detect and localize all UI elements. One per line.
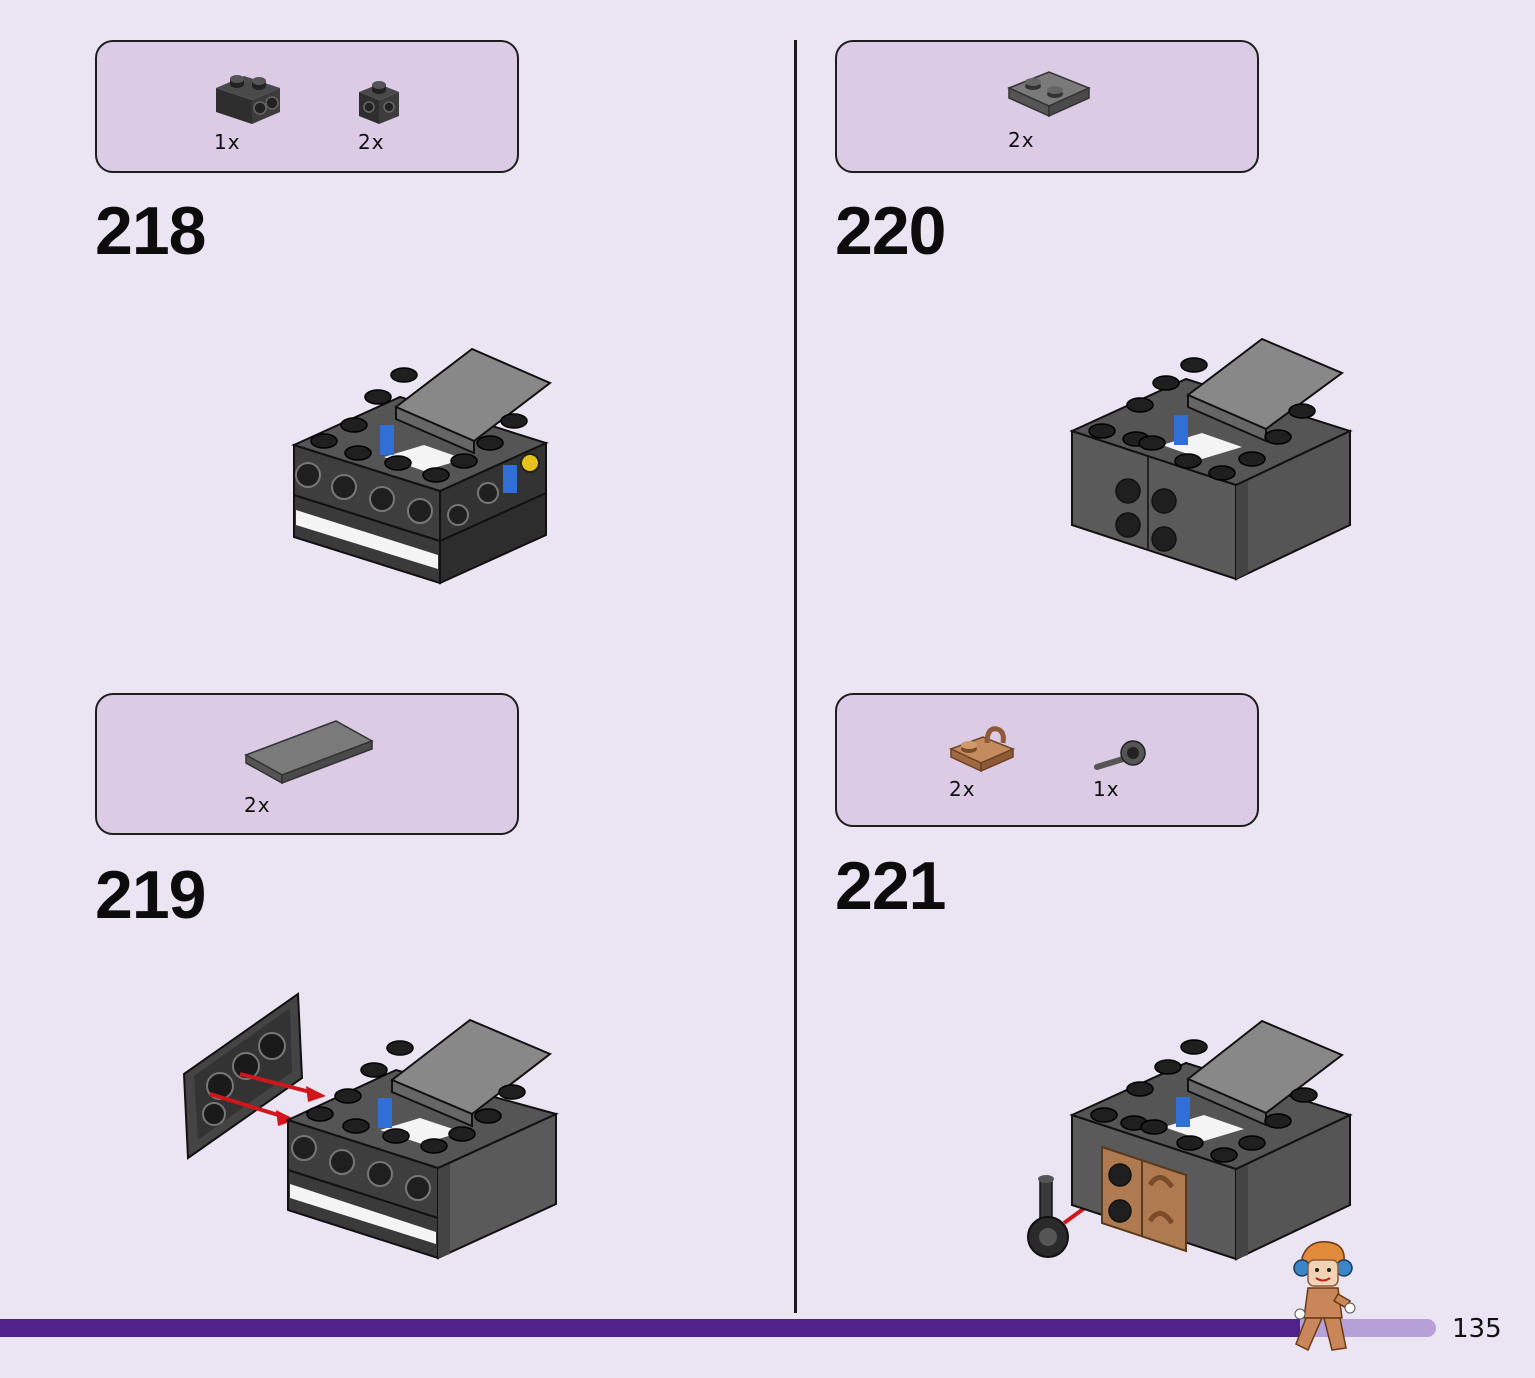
brick-1x2-studs-on-side-icon [216, 75, 280, 124]
part-qty: 2x [244, 793, 271, 817]
minifigure-mascot-icon [1293, 1241, 1356, 1352]
plate-clip-icon [949, 726, 1015, 773]
part-qty: 2x [1008, 128, 1035, 152]
step-220-assembly-illustration [1069, 337, 1353, 581]
bar-ball-joint-icon [1094, 740, 1146, 770]
plate-2x2-icon [1007, 71, 1091, 118]
part-qty: 1x [214, 130, 241, 154]
step-number: 220 [835, 193, 946, 269]
step-number: 218 [95, 193, 206, 269]
parts-callout-218: 1x 2x [95, 40, 519, 173]
part-qty: 1x [1093, 777, 1120, 801]
column-divider [794, 40, 797, 1313]
part-qty: 2x [949, 777, 976, 801]
step-218-assembly-illustration [291, 347, 552, 585]
brick-1x1-studs-on-side-icon [359, 81, 399, 124]
tile-2x4-icon [244, 720, 374, 785]
step-219-assembly-illustration [182, 992, 559, 1260]
step-221-assembly-illustration [1027, 1019, 1353, 1261]
parts-callout-221: 2x 1x [835, 693, 1259, 827]
progress-bar-fill [0, 1319, 1300, 1337]
part-qty: 2x [358, 130, 385, 154]
parts-callout-219: 2x [95, 693, 519, 835]
step-number: 221 [835, 848, 946, 924]
parts-callout-220: 2x [835, 40, 1259, 173]
page-number: 135 [1452, 1314, 1502, 1344]
step-number: 219 [95, 857, 206, 933]
